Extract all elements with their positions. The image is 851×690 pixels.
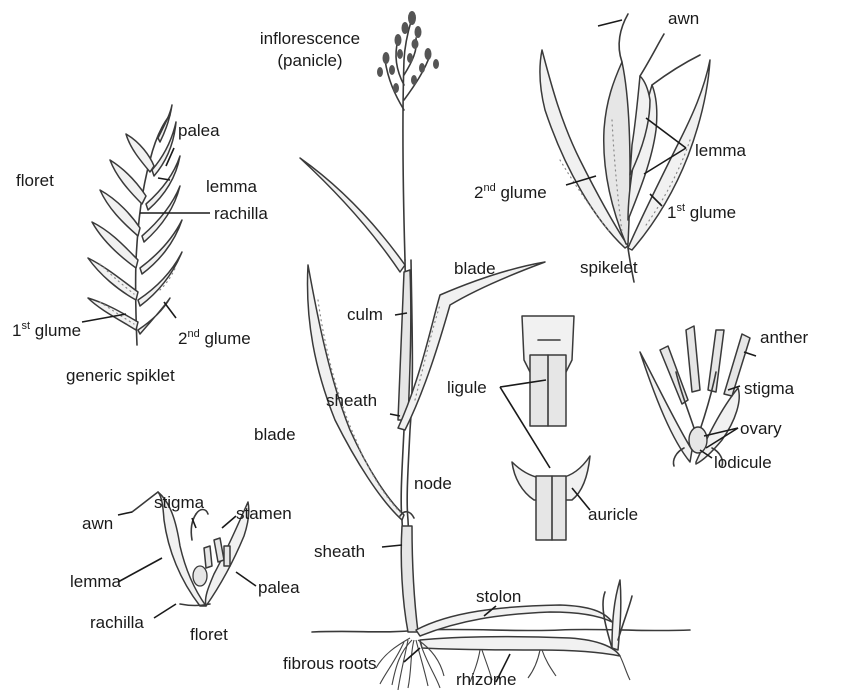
label-fibrous-roots: fibrous roots xyxy=(283,654,377,673)
label-generic-spiklet: generic spiklet xyxy=(66,366,175,385)
label-awn-top: awn xyxy=(668,9,699,28)
label-lemma-bottom: lemma xyxy=(70,572,122,591)
label-node: node xyxy=(414,474,452,493)
ground-line xyxy=(312,629,690,632)
upper-left-leaf xyxy=(300,158,405,272)
label-rachilla-bottom: rachilla xyxy=(90,613,144,632)
label-stolon: stolon xyxy=(476,587,521,606)
label-1st-glume-left: 1st glume xyxy=(12,320,81,340)
label-blade-upper: blade xyxy=(454,259,496,278)
panicle-drawing xyxy=(377,11,439,260)
label-palea-left: palea xyxy=(178,121,220,140)
label-palea-bottom: palea xyxy=(258,578,300,597)
flower-drawing xyxy=(640,326,750,466)
main-plant xyxy=(300,11,632,690)
label-culm: culm xyxy=(347,305,383,324)
lower-sheath xyxy=(401,526,418,632)
label-lemma-top: lemma xyxy=(695,141,747,160)
label-ovary: ovary xyxy=(740,419,782,438)
label-rhizome: rhizome xyxy=(456,670,516,689)
upper-sheath xyxy=(398,270,411,420)
label-1st-glume-top: 1st glume xyxy=(667,202,736,222)
label-anther: anther xyxy=(760,328,809,347)
label-stigma-bottom: stigma xyxy=(154,493,205,512)
label-blade-left: blade xyxy=(254,425,296,444)
label-stigma-right: stigma xyxy=(744,379,795,398)
label-stamen: stamen xyxy=(236,504,292,523)
label-lodicule: lodicule xyxy=(714,453,772,472)
label-panicle: (panicle) xyxy=(277,51,342,70)
label-lemma-left: lemma xyxy=(206,177,258,196)
label-rachilla-left: rachilla xyxy=(214,204,268,223)
label-spikelet: spikelet xyxy=(580,258,638,277)
label-2nd-glume-top: 2nd glume xyxy=(474,182,547,202)
rhizome-drawing xyxy=(420,637,620,656)
ligule-auricle-drawing xyxy=(512,316,590,540)
generic-spiklet-drawing xyxy=(88,105,182,345)
label-sheath-upper: sheath xyxy=(326,391,377,410)
label-sheath-lower: sheath xyxy=(314,542,365,561)
label-auricle: auricle xyxy=(588,505,638,524)
label-2nd-glume-left: 2nd glume xyxy=(178,328,251,348)
label-inflorescence: inflorescence xyxy=(260,29,360,48)
label-floret-left: floret xyxy=(16,171,54,190)
label-awn-bottom: awn xyxy=(82,514,113,533)
stolon-shoot xyxy=(612,580,621,650)
stolon-drawing xyxy=(416,605,612,636)
label-floret-bottom: floret xyxy=(190,625,228,644)
label-ligule: ligule xyxy=(447,378,487,397)
